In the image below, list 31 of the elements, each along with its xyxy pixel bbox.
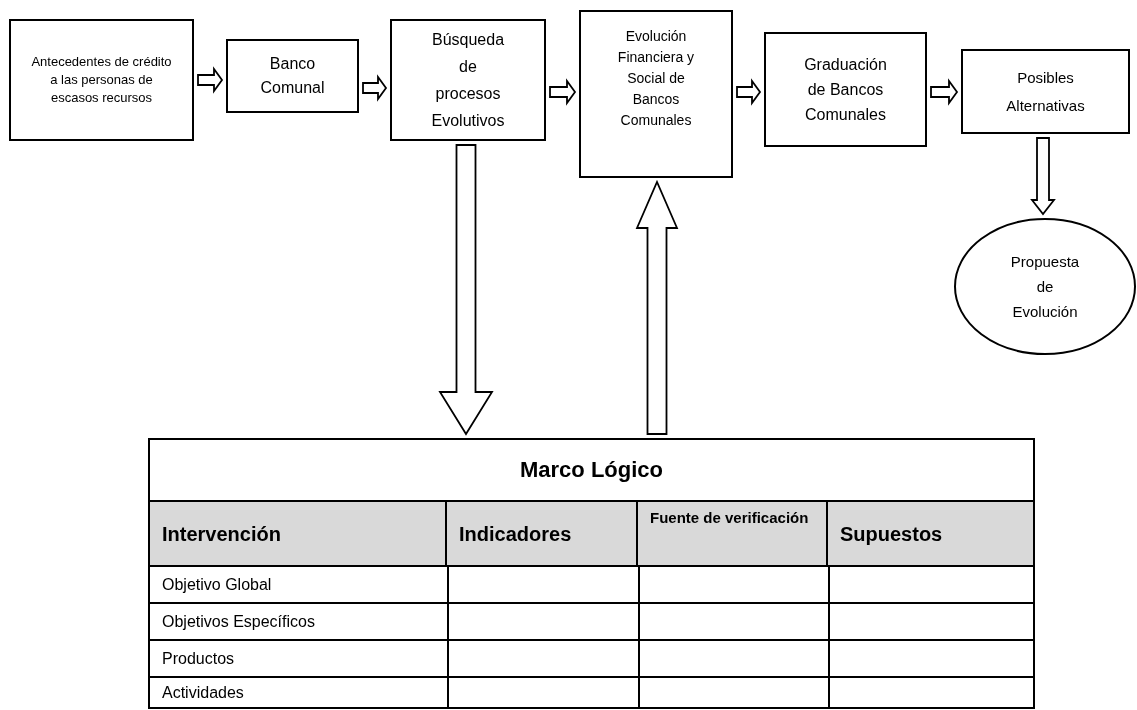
box-label: Evolución Financiera y Social de Bancos Comunales	[616, 27, 696, 130]
box-label: Búsqueda de procesos Evolutivos	[430, 30, 506, 131]
box-label: Antecedentes de crédito a las personas de escasos recursos	[30, 53, 173, 107]
row-label: Productos	[150, 641, 447, 678]
box-label: Posibles Alternativas	[1005, 67, 1086, 116]
block-arrow	[197, 66, 224, 94]
box-label: Graduación de Bancos Comunales	[803, 55, 888, 125]
row-label: Objetivos Específicos	[150, 604, 447, 641]
block-arrow	[635, 179, 679, 435]
process-box	[226, 39, 359, 113]
block-arrow	[736, 78, 762, 106]
process-box	[764, 32, 927, 147]
column-header: Fuente de verificación	[638, 502, 828, 567]
logframe-table	[148, 438, 1035, 709]
process-box	[390, 19, 546, 141]
process-box	[961, 49, 1130, 134]
process-ellipse	[954, 218, 1136, 355]
process-box	[9, 19, 194, 141]
column-header: Intervención	[150, 502, 447, 567]
column-header: Supuestos	[828, 502, 1033, 567]
process-box	[579, 10, 733, 178]
block-arrow	[1030, 137, 1056, 216]
box-label: Banco Comunal	[259, 54, 326, 98]
row-label: Actividades	[161, 682, 245, 703]
block-arrow	[438, 144, 494, 436]
box-label: Propuesta de Evolución	[1009, 252, 1081, 322]
block-arrow	[930, 78, 959, 106]
block-arrow	[549, 78, 577, 106]
column-header: Indicadores	[447, 502, 638, 567]
block-arrow	[362, 74, 388, 102]
row-label: Objetivo Global	[150, 567, 447, 604]
